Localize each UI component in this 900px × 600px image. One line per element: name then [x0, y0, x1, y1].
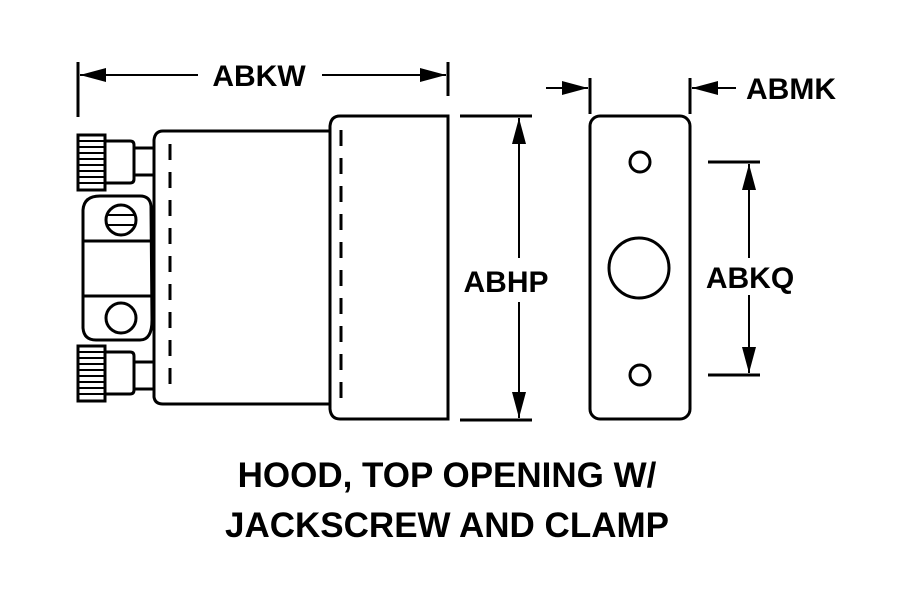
mounting-hole-bottom: [628, 363, 652, 387]
caption-line-2: JACKSCREW AND CLAMP: [225, 506, 669, 545]
jackscrew-shank: [105, 350, 136, 396]
dimension-abhp: ABHP: [460, 114, 549, 422]
dimension-abkq: ABKQ: [706, 160, 794, 377]
dimension-label-abkw: ABKW: [212, 60, 306, 93]
face-plate: [588, 114, 692, 421]
center-opening: [607, 236, 671, 300]
jackscrew-neck: [134, 146, 155, 177]
cable-clamp: [81, 194, 154, 342]
jackscrew-bottom: [76, 344, 155, 403]
arrowhead-up: [742, 164, 756, 190]
hood-front-shell: [328, 114, 450, 421]
arrowhead-right: [562, 81, 588, 95]
knurled-knob: [76, 133, 107, 192]
arrowhead-up: [512, 118, 526, 144]
clamp-outline: [81, 194, 154, 342]
knurled-knob: [76, 344, 107, 403]
arrowhead-right: [420, 68, 446, 82]
clamp-hole: [104, 301, 138, 335]
dimension-abkw: ABKW: [76, 60, 450, 117]
jackscrew-neck: [134, 360, 155, 391]
dimension-abmk: ABMK: [546, 73, 836, 114]
caption-line-1: HOOD, TOP OPENING W/: [238, 456, 657, 495]
jackscrew-shank: [105, 139, 136, 185]
arrowhead-left: [692, 81, 718, 95]
mounting-hole-top: [628, 150, 652, 174]
arrowhead-down: [512, 392, 526, 418]
arrowhead-left: [80, 68, 106, 82]
dimension-label-abmk: ABMK: [746, 73, 836, 106]
jackscrew-top: [76, 133, 155, 192]
dimension-label-abkq: ABKQ: [706, 262, 794, 295]
hood-body: [152, 129, 331, 406]
arrowhead-down: [742, 347, 756, 373]
hood-body-outline: [152, 129, 331, 406]
front-shell-outline: [328, 114, 450, 421]
clamp-screw-icon: [104, 203, 138, 237]
dimension-label-abhp: ABHP: [463, 266, 548, 299]
end-view: [588, 114, 692, 421]
